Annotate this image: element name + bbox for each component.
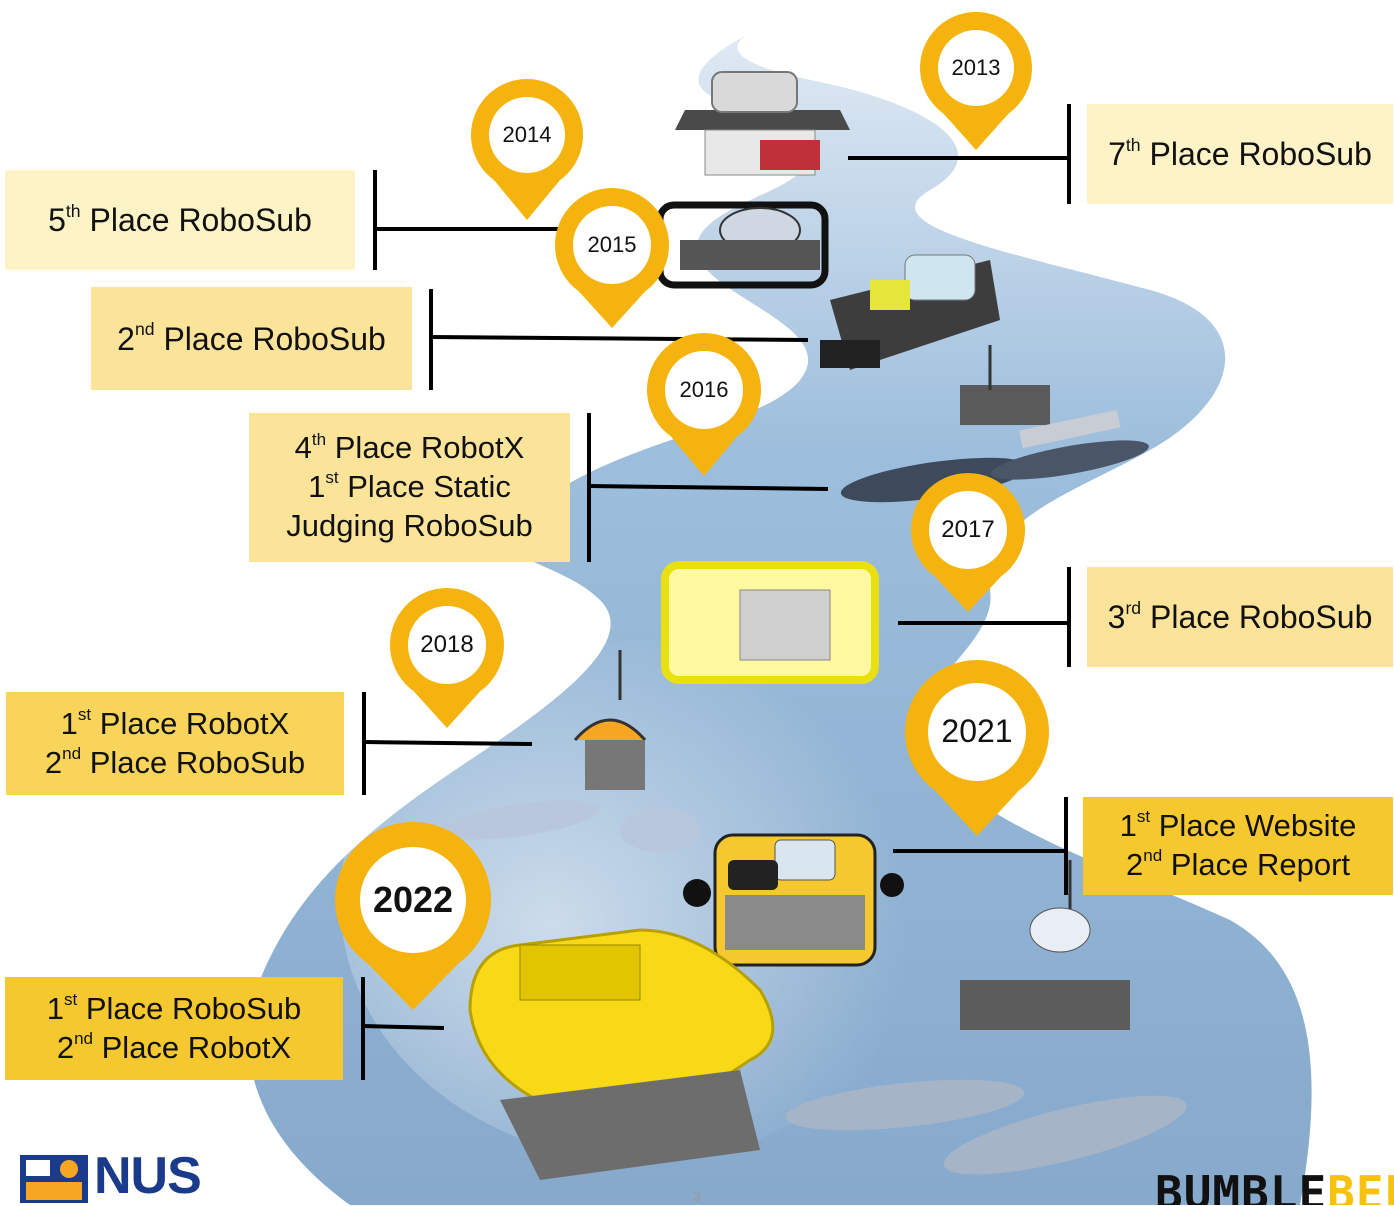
robot-2017 xyxy=(661,561,879,684)
achievement-line: 1st Place RoboSub xyxy=(46,989,302,1026)
achievement-box-2021: 1st Place Website 2nd Place Report xyxy=(1083,797,1393,895)
achievement-line: 5th Place RoboSub xyxy=(48,200,312,238)
robot-2014 xyxy=(656,201,829,289)
robot-2021 xyxy=(683,833,904,967)
achievement-line: Judging RoboSub xyxy=(286,507,533,543)
achievement-line: 2nd Place RobotX xyxy=(56,1028,292,1065)
robot-2018 xyxy=(440,650,700,852)
achievement-line: 3rd Place RoboSub xyxy=(1107,597,1373,635)
achievement-line: 1st Place Website xyxy=(1119,807,1357,844)
achievement-box-2016: 4th Place RobotX 1st Place Static Judgin… xyxy=(249,413,570,562)
achievement-box-2022: 1st Place RoboSub 2nd Place RobotX xyxy=(5,977,343,1080)
robot-2016 xyxy=(840,345,1149,503)
year-label-2013: 2013 xyxy=(937,29,1015,107)
year-label-2021: 2021 xyxy=(928,683,1026,781)
year-label-2018: 2018 xyxy=(408,606,486,684)
robot-2022 xyxy=(468,928,775,1180)
year-label-2014: 2014 xyxy=(488,96,566,174)
connector-lines xyxy=(361,104,1071,1080)
robot-2015 xyxy=(820,254,1000,370)
robot-2013 xyxy=(675,71,850,176)
achievement-line: 2nd Place Report xyxy=(1125,846,1351,882)
achievement-line: 4th Place RobotX xyxy=(294,429,525,466)
achievement-line: 1st Place RobotX xyxy=(60,704,290,741)
achievement-box-2015: 2nd Place RoboSub xyxy=(91,287,412,390)
achievement-line: 2nd Place RoboSub xyxy=(44,743,306,780)
achievement-box-2014: 5th Place RoboSub xyxy=(5,170,355,270)
nus-crest-icon xyxy=(20,1155,88,1203)
nus-logo-text: NUS xyxy=(94,1147,202,1205)
achievement-box-2018: 1st Place RobotX 2nd Place RoboSub xyxy=(6,692,344,795)
year-label-2015: 2015 xyxy=(573,206,651,284)
year-label-2016: 2016 xyxy=(665,351,743,429)
achievement-box-2017: 3rd Place RoboSub xyxy=(1087,567,1393,667)
robot-asv xyxy=(785,860,1187,1175)
achievement-line: 7th Place RoboSub xyxy=(1108,134,1372,172)
achievement-line: 1st Place Static xyxy=(308,468,511,505)
achievement-box-2013: 7th Place RoboSub xyxy=(1087,104,1393,204)
page-number: 3 xyxy=(693,1188,701,1204)
bumblebee-logo: BUMBLEBEE xyxy=(1155,1166,1394,1205)
achievement-line: 2nd Place RoboSub xyxy=(117,319,386,357)
year-label-2017: 2017 xyxy=(929,491,1007,569)
year-label-2022: 2022 xyxy=(359,846,467,954)
